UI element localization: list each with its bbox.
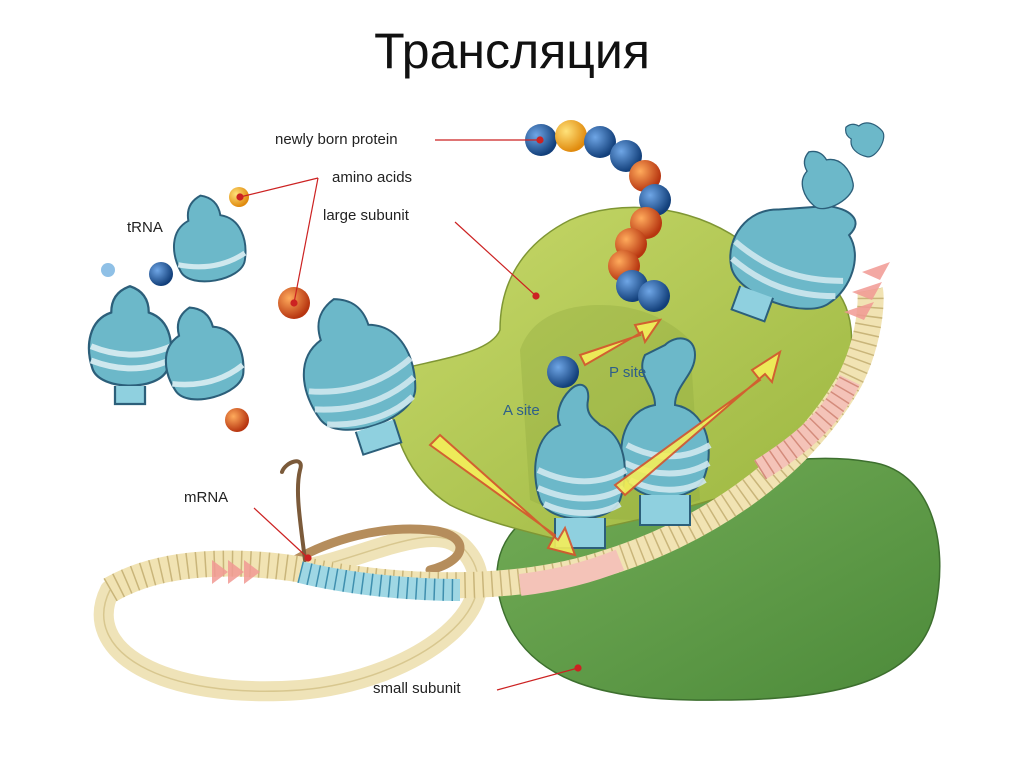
polypeptide-chain [525, 120, 671, 312]
amino-acid-bead [638, 280, 670, 312]
label-trna: tRNA [127, 219, 163, 236]
amino-acid-bead [555, 120, 587, 152]
amino-acid-bead [610, 140, 642, 172]
mrna-tail [280, 459, 307, 562]
label-p-site: P site [609, 364, 646, 381]
trna-p-site [620, 337, 712, 526]
label-newly-born-protein: newly born protein [275, 131, 398, 148]
amino-acid-a-site [547, 356, 579, 388]
label-small-subunit: small subunit [373, 680, 461, 697]
label-large-subunit: large subunit [323, 207, 410, 224]
label-mrna: mRNA [184, 489, 228, 506]
slide-title: Трансляция [374, 23, 650, 79]
label-amino-acids: amino acids [332, 169, 412, 186]
trna-leaving-far-1 [801, 150, 854, 210]
amino-acid-bead [629, 160, 661, 192]
leader-lines [236, 136, 582, 691]
mrna-loop-back-edge [103, 536, 479, 692]
movement-arrows [428, 318, 782, 557]
amino-acid-bead [584, 126, 616, 158]
large-subunit [388, 206, 853, 541]
trna-exiting [729, 205, 857, 323]
mrna-inner-strand [290, 524, 465, 575]
mrna-direction-chevrons [212, 262, 890, 584]
label-a-site: A site [503, 402, 540, 419]
mrna-strand [103, 287, 884, 602]
trna-leaving-far-2 [845, 122, 885, 158]
trna-cluster-left [87, 187, 249, 432]
trna-incoming [302, 298, 417, 456]
